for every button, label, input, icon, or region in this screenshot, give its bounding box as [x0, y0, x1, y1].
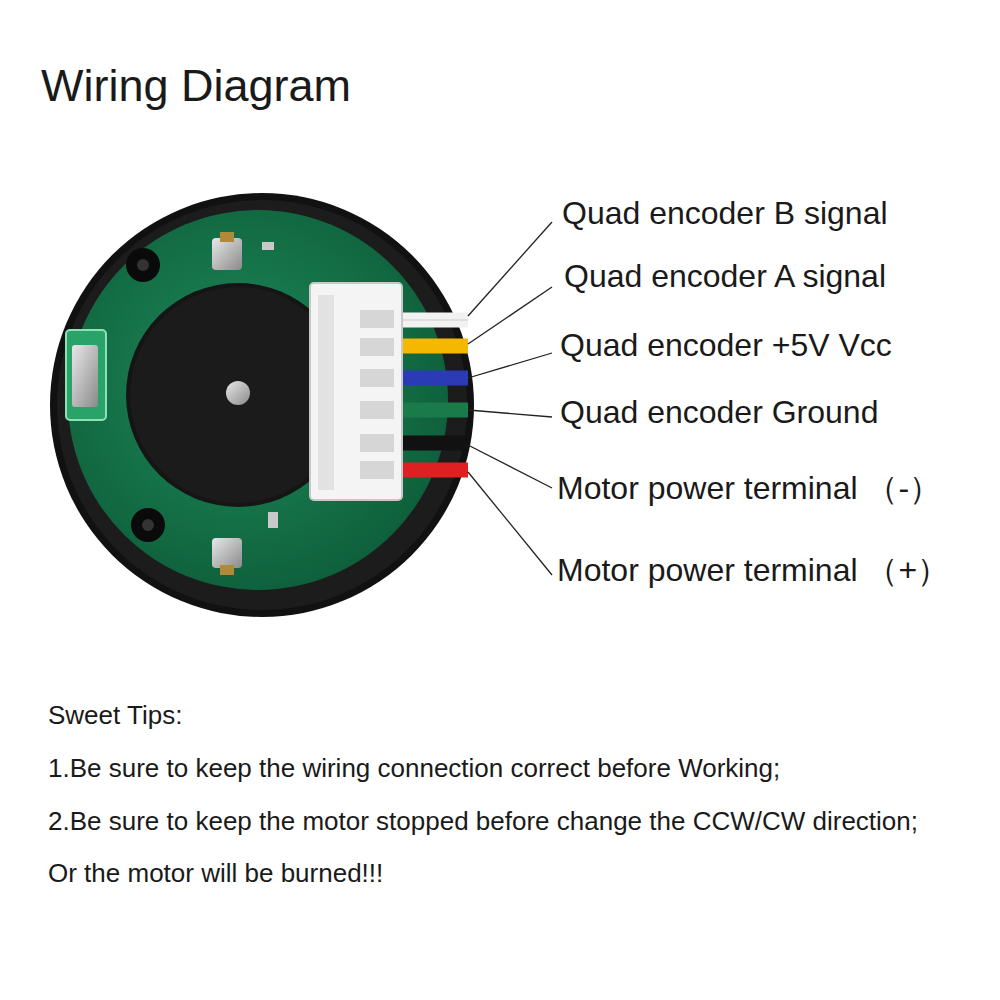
- leader-line: [468, 445, 552, 488]
- tips-heading: Sweet Tips:: [48, 700, 182, 731]
- motor-terminal-tab: [212, 238, 242, 270]
- wire-black: [395, 436, 468, 451]
- smd-component: [262, 242, 274, 250]
- connector-slot: [360, 338, 394, 356]
- connector-slot: [360, 369, 394, 387]
- wire-signal-label: Motor power terminal （+）: [557, 551, 949, 589]
- motor-terminal-tab: [212, 538, 242, 568]
- leader-line: [468, 353, 552, 378]
- leader-lines: [468, 222, 552, 575]
- leader-line: [468, 287, 552, 344]
- casing-rim: [57, 200, 467, 610]
- leader-line: [468, 222, 552, 316]
- diagram-title: Wiring Diagram: [41, 59, 351, 113]
- solder-joint: [220, 232, 234, 242]
- connector-latch: [318, 295, 334, 490]
- wire-signal-label: Motor power terminal （-）: [557, 469, 941, 507]
- mounting-hole: [126, 248, 160, 282]
- wire-connector: [310, 283, 402, 500]
- encoder-pcb: [68, 210, 448, 590]
- mounting-hole-center: [137, 259, 149, 271]
- wire-blue: [395, 371, 468, 386]
- sensor-holder: [66, 330, 106, 420]
- leader-line: [468, 410, 552, 417]
- mounting-hole: [131, 508, 165, 542]
- wire-signal-label: Quad encoder +5V Vcc: [560, 326, 892, 364]
- leader-line: [468, 472, 552, 575]
- tip-note: 2.Be sure to keep the motor stopped befo…: [48, 795, 948, 899]
- tip-note: 1.Be sure to keep the wiring connection …: [48, 753, 780, 784]
- wire-green: [395, 403, 468, 418]
- wire-signal-label: Quad encoder Ground: [560, 393, 878, 431]
- connector-slot: [360, 401, 394, 419]
- wire-white: [395, 313, 468, 328]
- wire-white-edge: [395, 320, 468, 321]
- motor-casing: [50, 193, 474, 617]
- connector-slot: [360, 310, 394, 328]
- wire-bundle: [395, 320, 468, 470]
- wire-yellow: [395, 339, 468, 354]
- hall-sensor: [72, 345, 98, 407]
- connector-slot: [360, 461, 394, 479]
- wire-red: [395, 463, 468, 478]
- wire-signal-label: Quad encoder A signal: [564, 257, 886, 295]
- wire-signal-label: Quad encoder B signal: [562, 194, 888, 232]
- solder-joint: [220, 565, 234, 575]
- motor-shaft: [226, 381, 250, 405]
- connector-slots: [360, 310, 394, 479]
- connector-slot: [360, 434, 394, 452]
- mounting-hole-center: [142, 519, 154, 531]
- smd-component: [268, 512, 278, 528]
